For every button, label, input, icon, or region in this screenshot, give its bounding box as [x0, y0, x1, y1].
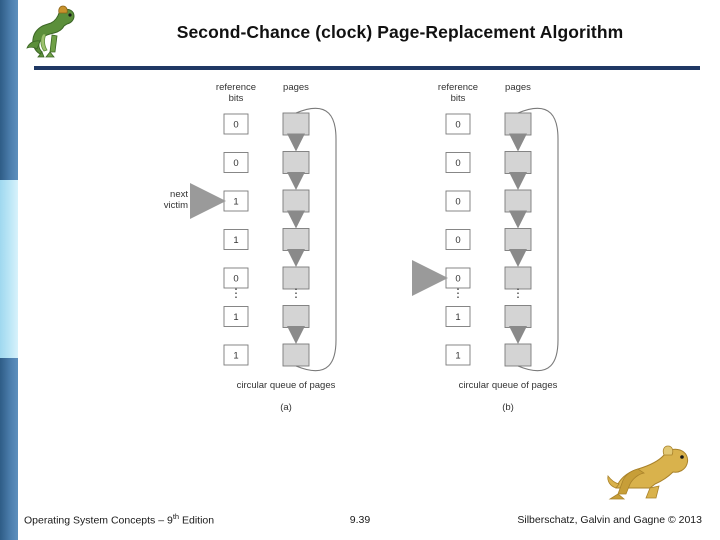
page-box: [282, 112, 310, 136]
circular-queue-caption: circular queue of pages: [459, 380, 558, 391]
reference-bit-box: [445, 190, 471, 212]
reference-bit-value: 1: [455, 312, 460, 323]
reference-bit-box: [223, 152, 249, 173]
circular-queue-loop: [517, 107, 559, 372]
left-accent-bar-top: [0, 0, 18, 180]
dinosaur-logo-icon: [24, 4, 86, 60]
page-box: [282, 151, 310, 174]
panel-caption: (b): [502, 402, 514, 413]
reference-bit-value: 0: [455, 197, 460, 208]
reference-bit-value: 0: [455, 120, 460, 131]
reference-bit-value: 0: [233, 158, 238, 169]
page-box: [504, 112, 532, 136]
reference-bit-value: 0: [233, 274, 238, 285]
dinosaur-footer-icon: [606, 442, 702, 502]
slide-number: 9.39: [349, 514, 371, 526]
reference-bit-value: 1: [233, 312, 238, 323]
page-box: [282, 305, 310, 328]
footer-edition-text: Operating System Concepts – 9th Edition: [24, 512, 214, 527]
panel-header-reference: reference: [216, 82, 256, 93]
reference-bit-box: [223, 267, 249, 289]
page-box: [282, 266, 310, 290]
ellipsis-bits: ⋮: [452, 286, 464, 300]
reference-bit-value: 0: [455, 274, 460, 285]
next-victim-label-line1: next: [170, 189, 188, 200]
footer-edition-tail: Edition: [179, 514, 215, 526]
reference-bit-value: 1: [233, 235, 238, 246]
reference-bit-box: [223, 306, 249, 327]
reference-bit-value: 1: [233, 351, 238, 362]
footer-edition-sup: th: [172, 511, 180, 521]
panel-header-reference: reference: [438, 82, 478, 93]
panel-header-bits: bits: [229, 93, 244, 104]
page-box: [504, 228, 532, 251]
reference-bit-box: [445, 306, 471, 327]
reference-bit-box: [445, 344, 471, 366]
reference-bit-box: [445, 113, 471, 135]
reference-bit-value: 1: [233, 197, 238, 208]
panel-header-pages: pages: [283, 82, 309, 93]
ellipsis-pages: ⋮: [512, 286, 524, 300]
panel-header-bits: bits: [451, 93, 466, 104]
page-title: Second-Chance (clock) Page-Replacement A…: [176, 22, 624, 42]
ellipsis-bits: ⋮: [230, 286, 242, 300]
page-box: [282, 189, 310, 213]
figure-panel-a: referencebitspages00110⋮⋮11nextvictimcir…: [164, 82, 337, 413]
reference-bit-box: [223, 344, 249, 366]
page-box: [282, 343, 310, 367]
reference-bit-value: 0: [233, 120, 238, 131]
reference-bit-box: [445, 229, 471, 250]
page-box: [504, 189, 532, 213]
reference-bit-value: 0: [455, 158, 460, 169]
title-divider: [34, 66, 700, 70]
figure-svg: referencebitspages00110⋮⋮11nextvictimcir…: [164, 82, 559, 413]
next-victim-label-line2: victim: [164, 200, 188, 211]
reference-bit-value: 0: [455, 235, 460, 246]
ellipsis-pages: ⋮: [290, 286, 302, 300]
reference-bit-box: [445, 152, 471, 173]
reference-bit-box: [223, 113, 249, 135]
page-box: [504, 151, 532, 174]
page-box: [504, 343, 532, 367]
reference-bit-value: 1: [455, 351, 460, 362]
circular-queue-loop: [295, 107, 337, 372]
left-accent-bar-middle: [0, 180, 18, 358]
footer-edition-main: Operating System Concepts – 9: [24, 514, 173, 526]
reference-bit-box: [223, 229, 249, 250]
page-box: [282, 228, 310, 251]
panel-caption: (a): [280, 402, 292, 413]
copyright-text: Silberschatz, Galvin and Gagne © 2013: [517, 514, 702, 526]
panel-header-pages: pages: [505, 82, 531, 93]
page-box: [504, 305, 532, 328]
page-box: [504, 266, 532, 290]
left-accent-bar-bottom: [0, 358, 18, 540]
circular-queue-caption: circular queue of pages: [237, 380, 336, 391]
